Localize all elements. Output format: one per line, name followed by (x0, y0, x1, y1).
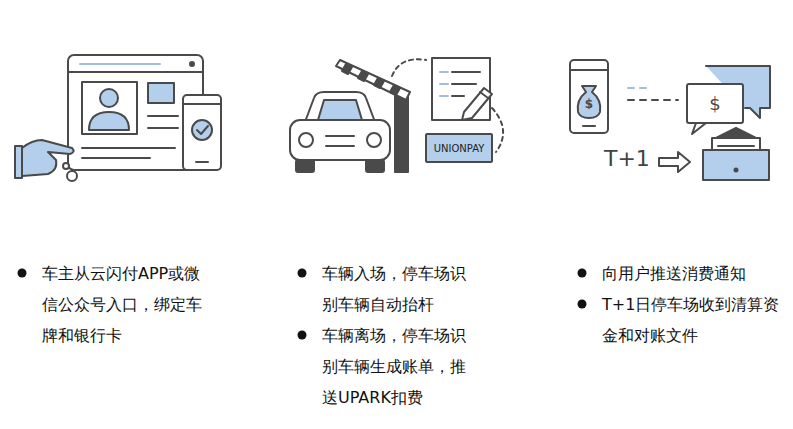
node-text: UNIONPAY (434, 143, 485, 154)
payment-box: UNIONPAY (425, 133, 493, 163)
node-text: $ (709, 93, 720, 114)
message-bubble: $ (686, 83, 744, 124)
bullet-text: 车主从云闪付APP或微信公众号入口，绑定车牌和银行卡 (42, 258, 212, 351)
bullet-text: T+1日停车场收到清算资金和对账文件 (602, 289, 782, 351)
bullet-text: 向用户推送消费通知 (602, 258, 782, 289)
bullet-text: 车辆入场，停车场识别车辆自动抬杆 (322, 258, 477, 320)
bullet-text: 车辆离场，停车场识别车辆生成账单，推送UPARK扣费 (322, 320, 477, 413)
settlement-term: T+1 (604, 146, 650, 172)
currency-symbol: $ (585, 97, 593, 111)
